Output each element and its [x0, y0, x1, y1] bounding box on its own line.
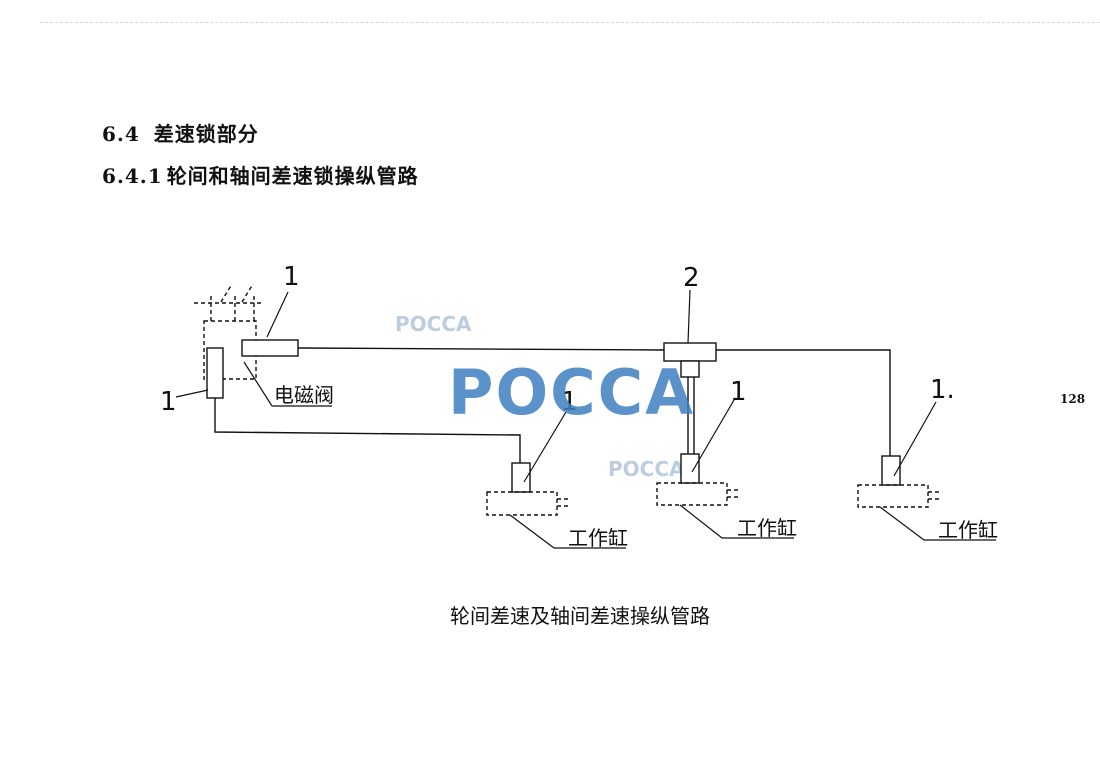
- section-title: 差速锁部分: [153, 122, 259, 146]
- callout-number: 1: [283, 262, 300, 292]
- working-cylinders: [486, 482, 939, 516]
- solenoid-valve: [194, 283, 262, 380]
- callout-number: 1: [561, 387, 578, 417]
- pipe-right: [716, 349, 891, 456]
- connector-cylinder-2: [680, 453, 700, 484]
- subsection-title: 轮间和轴间差速锁操纵管路: [166, 164, 419, 188]
- section-heading: 6.4 差速锁部分: [102, 118, 259, 147]
- callout-number: 2: [683, 263, 700, 293]
- pipe-main: [297, 347, 665, 351]
- solenoid-valve-label: 电磁阀: [274, 383, 334, 407]
- connector-left: [206, 347, 224, 399]
- leader-lines: [175, 289, 996, 549]
- page-number: 128: [1060, 392, 1086, 406]
- section-number: 6.4: [102, 122, 140, 146]
- callout-number: 1: [730, 377, 747, 407]
- watermark-logo: POCCA: [448, 356, 696, 429]
- connector-top: [241, 339, 299, 357]
- watermark-small: POCCA: [608, 457, 685, 481]
- pipe-left: [214, 398, 521, 463]
- callout-number: 1.: [930, 375, 955, 405]
- callout-number: 1: [160, 387, 177, 417]
- figure-caption: 轮间差速及轴间差速操纵管路: [450, 604, 710, 628]
- connector-cylinder-3: [881, 455, 901, 486]
- subsection-number: 6.4.1: [102, 164, 163, 188]
- tee-fitting: [663, 342, 717, 378]
- connector-cylinder-1: [511, 462, 531, 493]
- working-cylinder-label: 工作缸: [737, 516, 797, 540]
- working-cylinder-label: 工作缸: [938, 518, 998, 542]
- watermark-small: POCCA: [395, 312, 472, 336]
- working-cylinder-label: 工作缸: [568, 526, 628, 550]
- top-rule: [40, 22, 1100, 23]
